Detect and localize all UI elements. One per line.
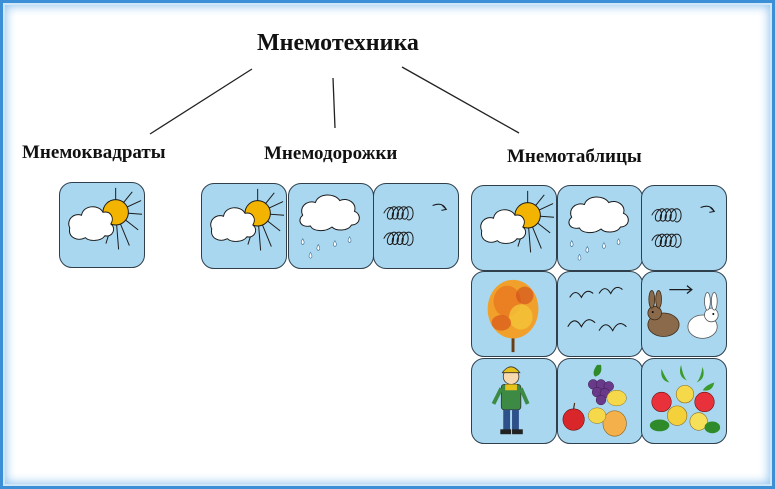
diagram-title: Мнемотехника — [257, 30, 419, 56]
mnemo-table-card-3 — [641, 185, 727, 271]
flying-birds-icon — [567, 286, 627, 332]
mnemo-table-card-8 — [557, 358, 643, 444]
rain-cloud-icon — [299, 194, 360, 259]
vegetables-icon — [649, 364, 721, 434]
sun-behind-cloud-icon — [210, 188, 285, 251]
category-label-tables: Мнемотаблицы — [507, 146, 642, 167]
fruits-icon — [562, 364, 627, 437]
child-in-warm-clothes-icon — [491, 366, 530, 435]
rain-cloud-icon — [568, 196, 629, 261]
connector-left — [149, 68, 253, 135]
category-label-squares: Мнемоквадраты — [22, 142, 166, 163]
mnemo-table-card-2 — [557, 185, 643, 271]
mnemo-table-card-1 — [471, 185, 557, 271]
hare-changes-fur-icon — [647, 285, 719, 339]
category-label-tracks: Мнемодорожки — [264, 143, 398, 164]
mnemo-table-card-9 — [641, 358, 727, 444]
mnemo-track-card-1 — [201, 183, 287, 269]
connector-right — [401, 66, 520, 134]
wind-icon — [383, 203, 448, 246]
connector-middle — [332, 77, 336, 129]
sun-behind-cloud-icon — [68, 187, 143, 250]
wind-icon — [651, 205, 716, 248]
autumn-tree-icon — [487, 279, 539, 353]
mnemo-table-card-6 — [641, 271, 727, 357]
mnemo-square-card — [59, 182, 145, 268]
mnemo-track-card-2 — [288, 183, 374, 269]
sun-behind-cloud-icon — [480, 190, 555, 253]
mnemo-table-card-5 — [557, 271, 643, 357]
mnemo-table-card-7 — [471, 358, 557, 444]
mnemo-table-card-4 — [471, 271, 557, 357]
mnemo-track-card-3 — [373, 183, 459, 269]
